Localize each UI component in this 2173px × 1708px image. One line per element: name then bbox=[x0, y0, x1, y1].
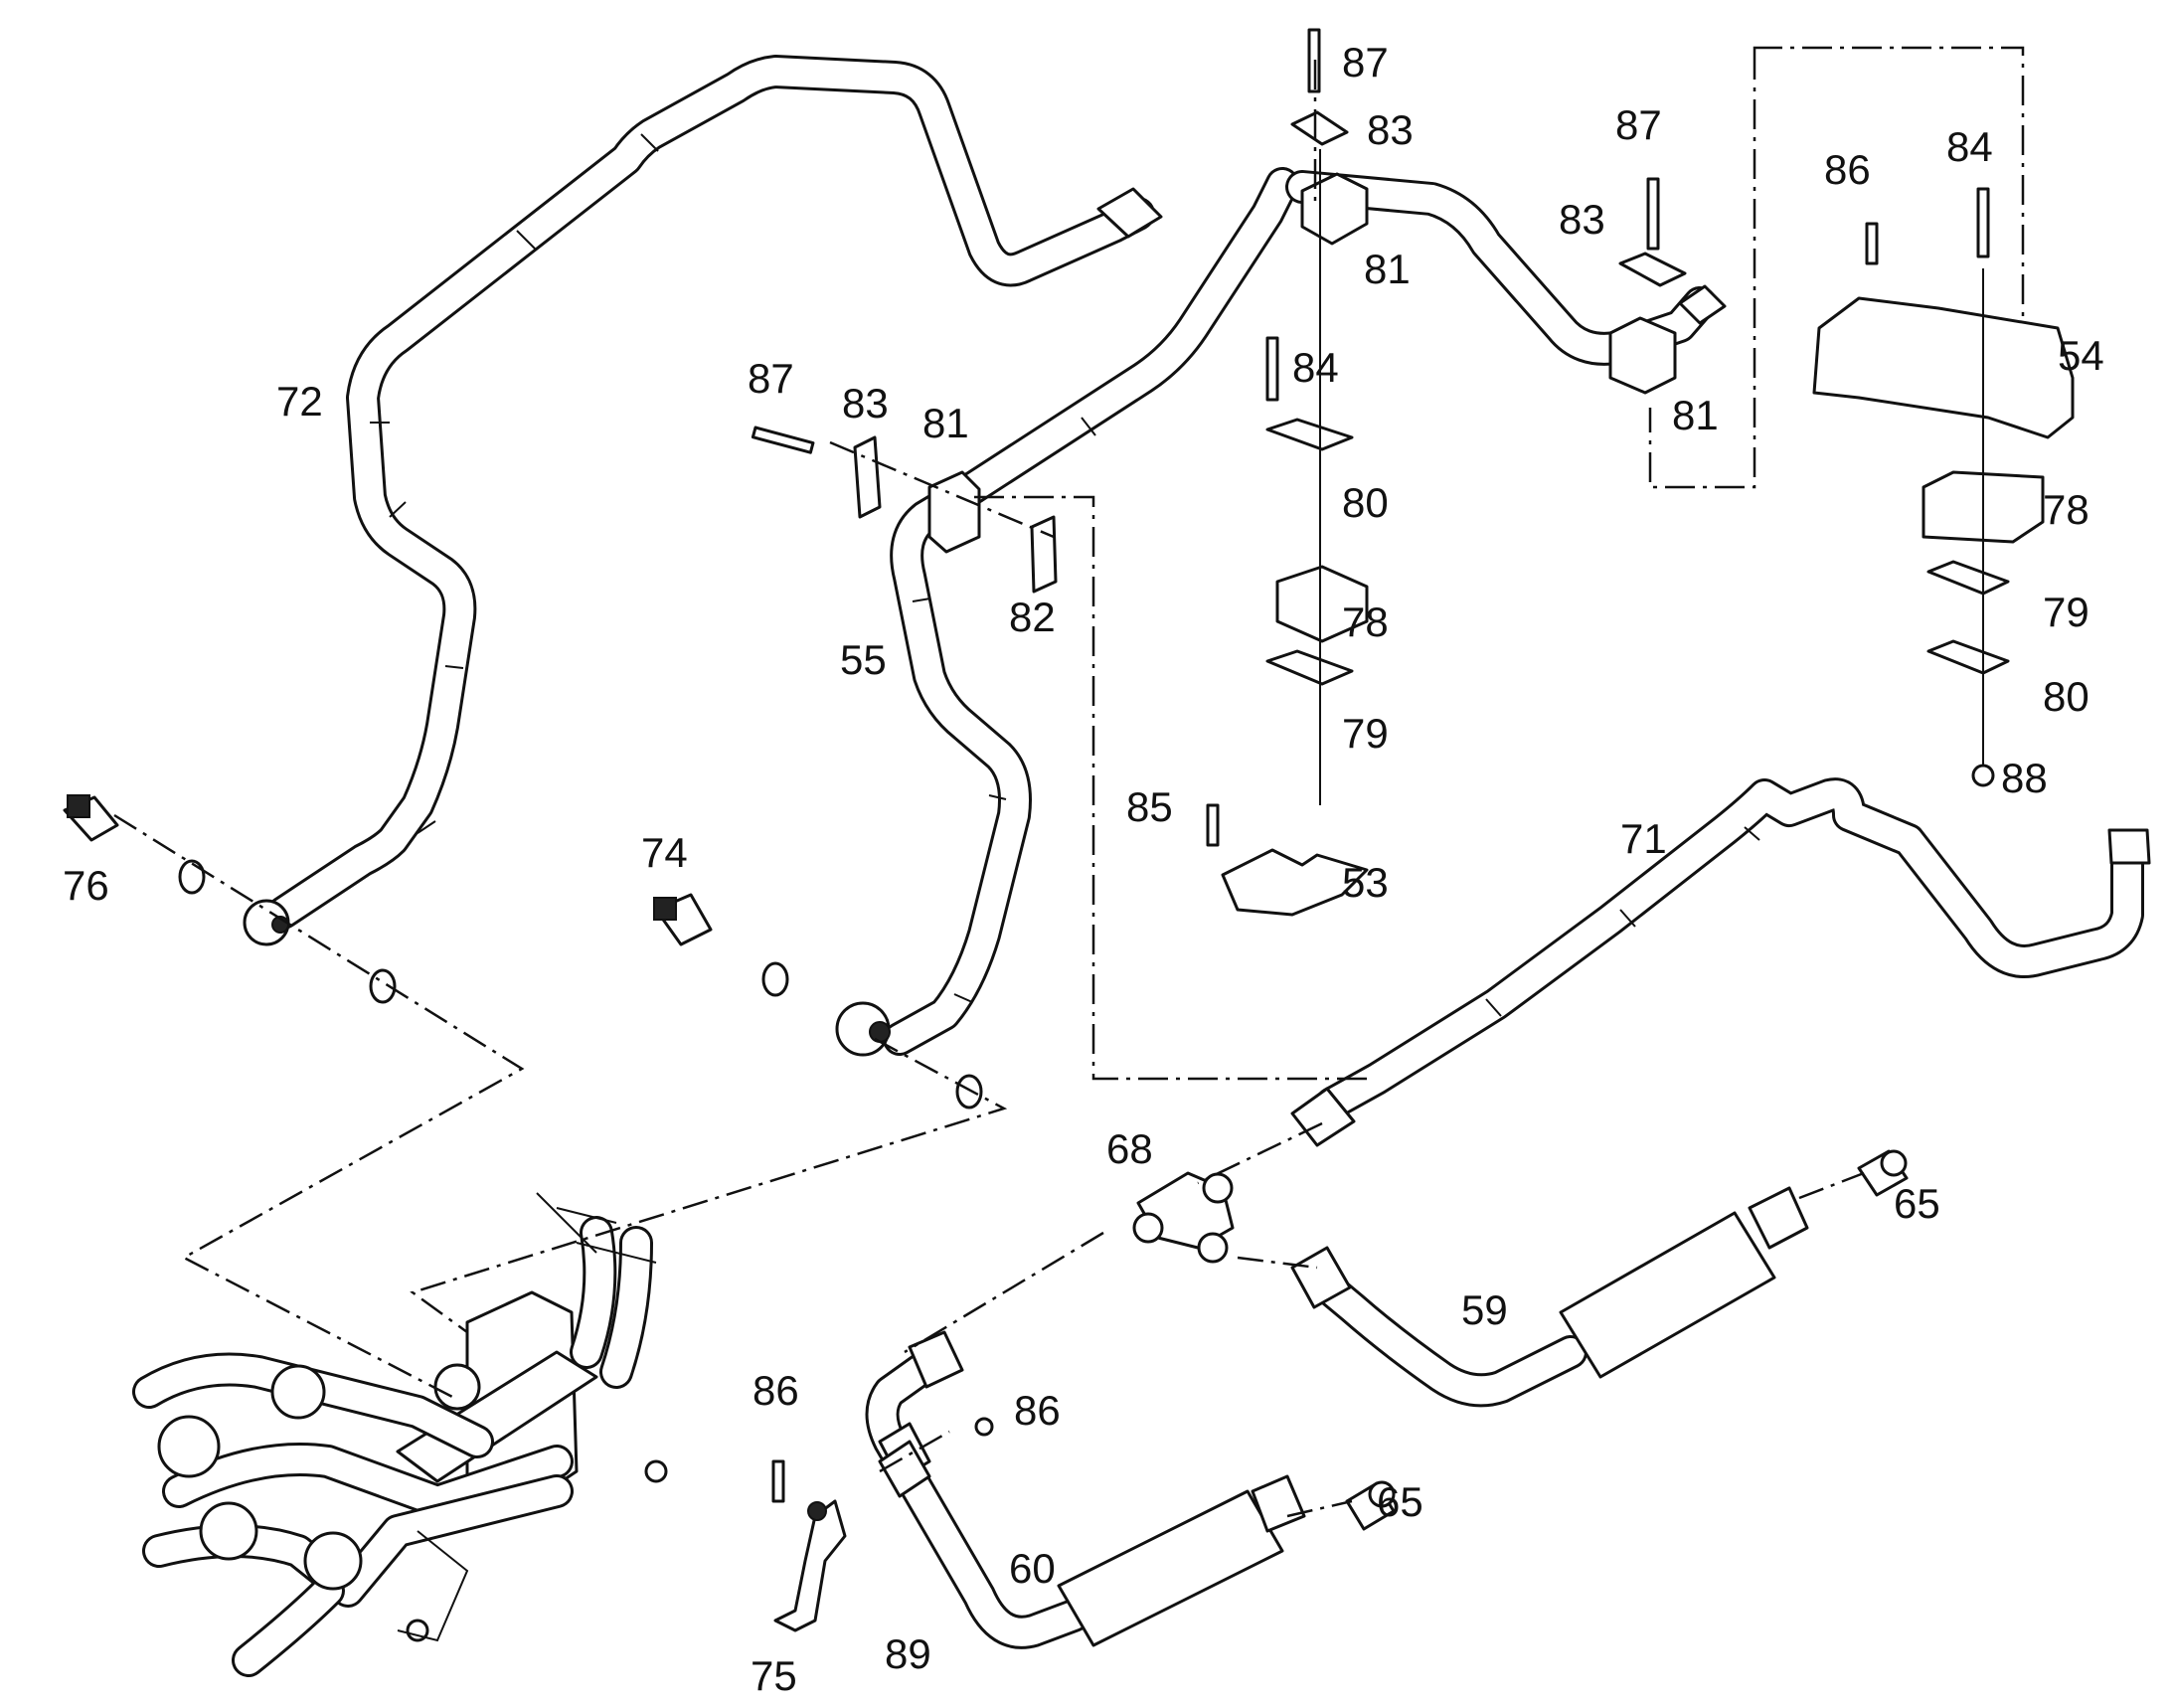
callout-71: 71 bbox=[1620, 815, 1667, 862]
callout-81: 81 bbox=[1672, 392, 1719, 438]
tube-55 bbox=[835, 167, 1299, 1057]
callout-74: 74 bbox=[641, 829, 688, 876]
tee-fitting-68 bbox=[1132, 1171, 1235, 1264]
callout-75: 75 bbox=[751, 1652, 797, 1699]
tube-81-upper bbox=[1285, 170, 1727, 366]
callout-labels: 72 55 76 74 87 83 81 82 87 83 81 84 80 7… bbox=[63, 39, 2104, 1699]
callout-82: 82 bbox=[1009, 594, 1056, 640]
callout-86: 86 bbox=[752, 1367, 799, 1414]
callout-53: 53 bbox=[1342, 859, 1389, 906]
callout-83: 83 bbox=[842, 380, 889, 427]
bracket-75 bbox=[771, 1417, 994, 1632]
tube-71 bbox=[1290, 777, 2151, 1147]
callout-60: 60 bbox=[1009, 1545, 1056, 1592]
tube-72 bbox=[243, 55, 1163, 946]
engine-assembly bbox=[132, 1192, 668, 1677]
callout-81: 81 bbox=[1364, 246, 1411, 292]
callout-80: 80 bbox=[2043, 673, 2089, 720]
callout-55: 55 bbox=[840, 636, 887, 683]
callout-84: 84 bbox=[1292, 344, 1339, 391]
callout-81: 81 bbox=[922, 400, 969, 446]
leader-lines bbox=[113, 46, 2025, 1518]
callout-84: 84 bbox=[1946, 123, 1993, 170]
callout-59: 59 bbox=[1461, 1286, 1508, 1333]
callout-76: 76 bbox=[63, 862, 109, 909]
callout-79: 79 bbox=[1342, 710, 1389, 757]
callout-87: 87 bbox=[748, 355, 794, 402]
callout-68: 68 bbox=[1106, 1125, 1153, 1172]
clamp-stack-center bbox=[1206, 28, 1369, 917]
clamp-stack-right bbox=[1812, 187, 2075, 787]
callout-54: 54 bbox=[2058, 332, 2104, 379]
callout-80: 80 bbox=[1342, 479, 1389, 526]
callout-87: 87 bbox=[1342, 39, 1389, 85]
banjo-bolts bbox=[63, 794, 983, 1110]
callout-85: 85 bbox=[1126, 783, 1173, 830]
callout-65: 65 bbox=[1894, 1180, 1940, 1227]
fittings-65 bbox=[1345, 1149, 1909, 1531]
callout-83: 83 bbox=[1559, 196, 1605, 243]
callout-87: 87 bbox=[1615, 101, 1662, 148]
hose-60 bbox=[865, 1330, 1306, 1649]
callout-78: 78 bbox=[1342, 598, 1389, 645]
callout-65: 65 bbox=[1377, 1478, 1423, 1525]
callout-83: 83 bbox=[1367, 106, 1414, 153]
callout-86: 86 bbox=[1014, 1387, 1061, 1434]
clamp-81-right bbox=[1608, 177, 1687, 395]
callout-78: 78 bbox=[2043, 486, 2089, 533]
hose-59 bbox=[1290, 1186, 1809, 1408]
callout-89: 89 bbox=[885, 1630, 931, 1677]
callout-72: 72 bbox=[276, 378, 323, 425]
callout-88: 88 bbox=[2001, 755, 2048, 801]
callout-86: 86 bbox=[1824, 146, 1871, 193]
callout-79: 79 bbox=[2043, 589, 2089, 635]
